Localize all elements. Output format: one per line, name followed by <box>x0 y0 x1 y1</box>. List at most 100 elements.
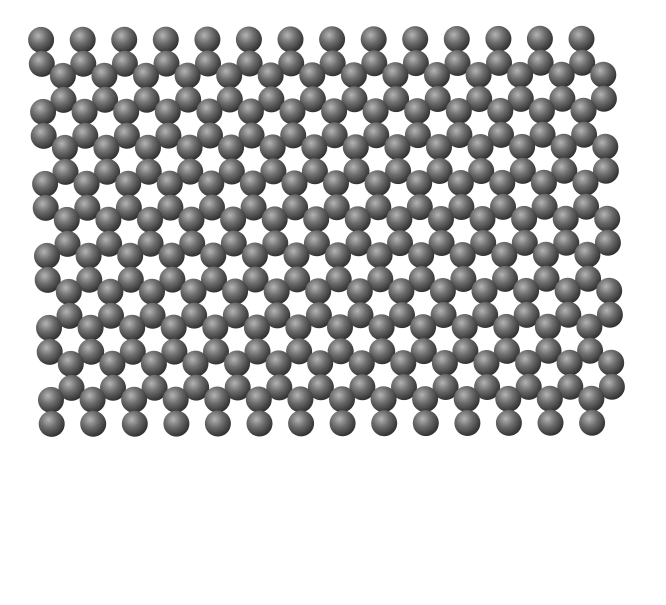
carbon-atom <box>179 230 206 257</box>
carbon-atom <box>100 374 126 401</box>
carbon-atom <box>28 26 55 53</box>
carbon-atom <box>598 349 625 376</box>
carbon-atom <box>161 338 188 365</box>
carbon-atom <box>204 386 231 413</box>
carbon-atom <box>222 302 249 329</box>
carbon-atom <box>220 206 247 233</box>
carbon-atom <box>555 301 582 328</box>
carbon-atom <box>424 86 451 112</box>
carbon-atom <box>38 410 65 437</box>
carbon-atom <box>472 302 499 328</box>
carbon-atom <box>408 266 435 293</box>
carbon-atom <box>288 410 315 437</box>
carbon-atom <box>570 97 597 124</box>
carbon-atom <box>465 62 492 88</box>
carbon-atom <box>347 302 374 329</box>
carbon-atom <box>237 98 264 125</box>
carbon-atom <box>99 350 126 377</box>
carbon-atom <box>200 242 227 269</box>
carbon-atom <box>140 350 167 377</box>
carbon-atom <box>117 266 144 293</box>
carbon-atom <box>429 278 456 304</box>
carbon-atom <box>386 206 413 233</box>
carbon-atom <box>329 386 355 413</box>
carbon-atom <box>305 302 332 329</box>
carbon-atom <box>346 278 373 305</box>
carbon-atom <box>388 278 415 305</box>
carbon-atom <box>153 50 180 77</box>
carbon-atom <box>553 229 580 256</box>
carbon-atom <box>111 26 138 53</box>
carbon-atom <box>576 313 603 340</box>
carbon-atom <box>364 170 391 197</box>
carbon-atom <box>513 301 540 328</box>
carbon-atom <box>402 50 429 77</box>
carbon-atom <box>196 98 223 125</box>
carbon-atom <box>287 386 314 413</box>
carbon-atom <box>286 338 313 365</box>
carbon-atom <box>404 122 431 149</box>
carbon-atom <box>195 50 221 77</box>
carbon-atom <box>486 49 512 76</box>
carbon-atom <box>385 158 412 185</box>
carbon-atom <box>222 278 249 305</box>
carbon-atom <box>343 158 370 185</box>
carbon-atom <box>445 98 472 124</box>
carbon-atom <box>224 350 251 377</box>
carbon-atom <box>178 206 205 233</box>
carbon-atom <box>30 122 57 149</box>
carbon-atom <box>428 230 455 256</box>
carbon-atom <box>235 26 262 53</box>
carbon-atom <box>410 338 437 365</box>
carbon-atom <box>261 206 288 233</box>
carbon-atom <box>284 266 311 293</box>
carbon-atom <box>406 194 433 221</box>
carbon-atom <box>526 25 553 52</box>
carbon-atom <box>488 121 514 148</box>
carbon-atom <box>390 350 417 377</box>
carbon-atom <box>404 98 431 125</box>
carbon-atom <box>121 410 148 437</box>
carbon-atom <box>158 242 185 269</box>
carbon-atom <box>98 302 124 329</box>
carbon-atom <box>495 385 522 412</box>
carbon-atom <box>73 170 100 197</box>
carbon-atom <box>598 373 625 400</box>
carbon-atom <box>384 134 411 161</box>
carbon-atom <box>489 169 516 196</box>
carbon-atom <box>578 385 605 412</box>
carbon-atom <box>340 62 367 89</box>
carbon-atom <box>174 62 201 89</box>
carbon-atom <box>363 122 390 149</box>
carbon-atom <box>176 134 203 161</box>
carbon-atom <box>382 62 409 89</box>
carbon-atom <box>449 242 476 268</box>
carbon-atom <box>93 134 120 161</box>
carbon-atom <box>156 170 183 197</box>
carbon-atom <box>197 122 223 149</box>
carbon-atom <box>329 410 356 437</box>
carbon-atom <box>96 230 123 257</box>
carbon-atom <box>258 86 285 113</box>
carbon-atom <box>531 193 558 220</box>
carbon-atom <box>469 206 496 232</box>
carbon-atom <box>141 374 168 401</box>
carbon-atom <box>371 410 398 437</box>
carbon-atom <box>557 373 584 400</box>
carbon-atom <box>529 121 556 148</box>
carbon-atom <box>344 206 371 233</box>
carbon-atom <box>509 133 536 160</box>
carbon-atom <box>157 194 184 221</box>
carbon-atom <box>325 266 352 293</box>
carbon-atom <box>590 85 617 112</box>
carbon-atom <box>389 302 415 329</box>
carbon-atom <box>432 374 459 400</box>
carbon-atom <box>511 205 538 232</box>
carbon-atom <box>303 230 330 257</box>
carbon-atom <box>571 121 598 148</box>
carbon-atom <box>387 230 413 257</box>
carbon-atom <box>177 158 204 185</box>
carbon-atom <box>117 242 144 269</box>
carbon-atom <box>534 313 561 340</box>
carbon-atom <box>218 134 245 161</box>
